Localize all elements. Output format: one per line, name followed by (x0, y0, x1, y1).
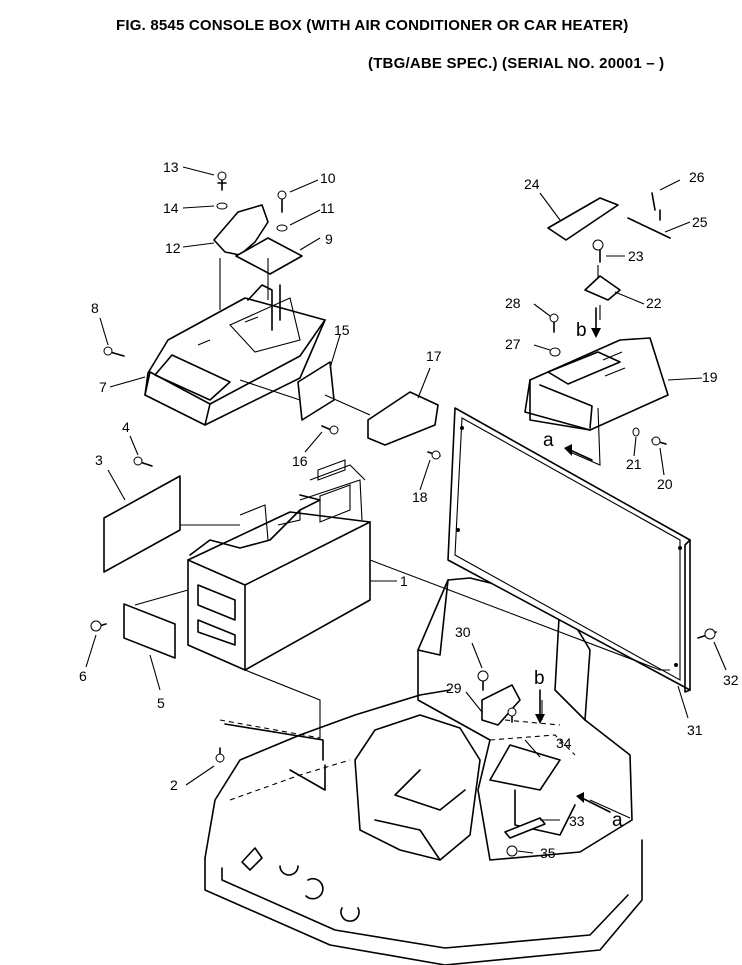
callout-17: 17 (426, 348, 442, 364)
callout-1: 1 (400, 573, 408, 589)
bracket-22 (584, 275, 621, 301)
panel-31 (447, 407, 691, 693)
callout-31: 31 (687, 722, 703, 738)
callout-18: 18 (412, 489, 428, 505)
callout-labels: 1 2 3 4 5 6 7 8 9 10 11 12 13 14 15 16 1… (79, 159, 739, 861)
cover-plate-3 (103, 475, 181, 573)
bracket-17 (367, 391, 439, 446)
callout-34: 34 (556, 735, 572, 751)
view-mark-b-top: b (576, 320, 587, 341)
pin-25 (627, 217, 671, 239)
bracket-under-9 (247, 284, 281, 331)
bolts (90, 171, 717, 857)
figure-subtitle: (TBG/ABE SPEC.) (SERIAL NO. 20001 – ) (368, 55, 665, 72)
guide-lines (134, 258, 670, 819)
callout-3: 3 (95, 452, 103, 468)
view-mark-a-bottom: a (612, 810, 623, 831)
callout-9: 9 (325, 231, 333, 247)
leader-lines (85, 166, 727, 854)
callout-24: 24 (524, 176, 540, 192)
view-mark-a-top: a (543, 430, 554, 451)
callout-5: 5 (157, 695, 165, 711)
plate-24 (547, 197, 619, 241)
callout-30: 30 (455, 624, 471, 640)
callout-16: 16 (292, 453, 308, 469)
bracket-29 (481, 684, 521, 726)
callout-2: 2 (170, 777, 178, 793)
callout-21: 21 (626, 456, 642, 472)
callout-4: 4 (122, 419, 130, 435)
callout-32: 32 (723, 672, 739, 688)
figure-title: FIG. 8545 CONSOLE BOX (WITH AIR CONDITIO… (116, 17, 629, 34)
console-top-7 (144, 297, 326, 426)
callout-28: 28 (505, 295, 521, 311)
view-arrows (535, 307, 611, 813)
callout-33: 33 (569, 813, 585, 829)
callout-15: 15 (334, 322, 350, 338)
callout-25: 25 (692, 214, 708, 230)
console-cap-19 (524, 337, 669, 431)
gasket-9 (235, 237, 303, 275)
callout-26: 26 (689, 169, 705, 185)
callout-23: 23 (628, 248, 644, 264)
cover-plate-5 (123, 603, 176, 659)
callout-6: 6 (79, 668, 87, 684)
cab-floor (204, 689, 643, 965)
callout-7: 7 (99, 379, 107, 395)
seat-riser (354, 714, 481, 861)
view-mark-b-bottom: b (534, 668, 545, 689)
cover-33 (504, 817, 546, 839)
callout-20: 20 (657, 476, 673, 492)
callout-35: 35 (540, 845, 556, 861)
callout-22: 22 (646, 295, 662, 311)
callout-11: 11 (320, 200, 335, 216)
callout-12: 12 (165, 240, 181, 256)
cover-12 (213, 204, 269, 256)
callout-29: 29 (446, 680, 462, 696)
callout-10: 10 (320, 170, 336, 186)
console-box-1 (187, 459, 371, 671)
callout-8: 8 (91, 300, 99, 316)
callout-19: 19 (702, 369, 718, 385)
rear-pedestal (417, 577, 633, 861)
callout-14: 14 (163, 200, 179, 216)
bracket-15 (297, 361, 335, 421)
callout-13: 13 (163, 159, 179, 175)
callout-27: 27 (505, 336, 521, 352)
